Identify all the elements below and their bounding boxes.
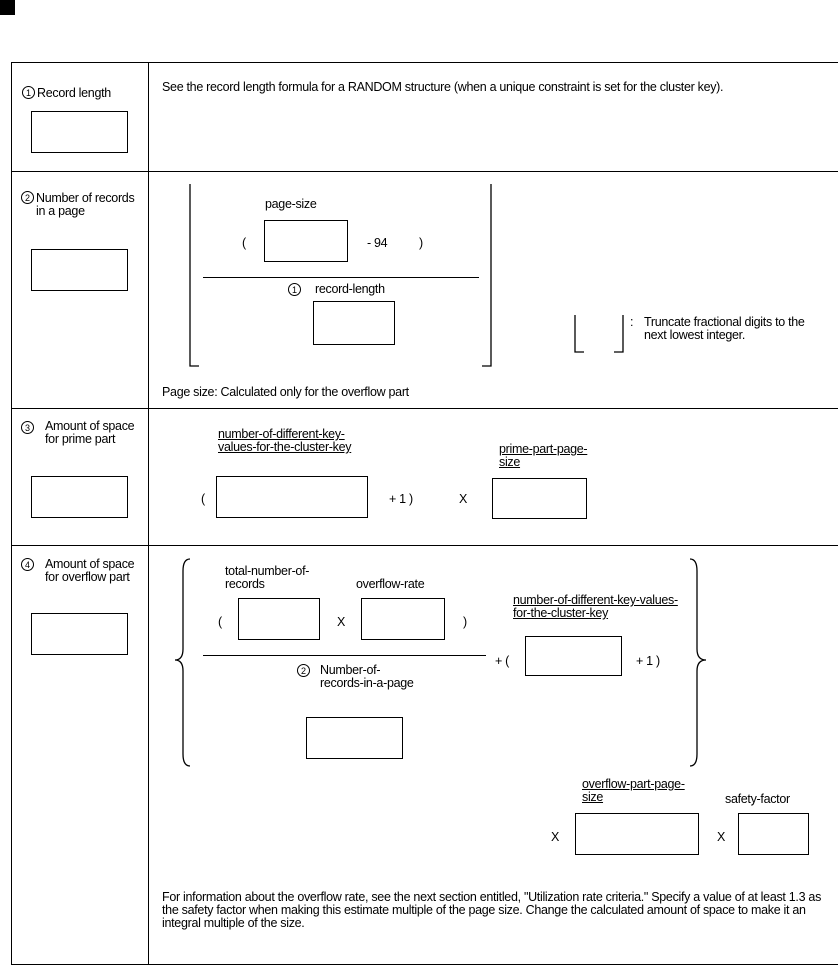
row-label: Number of records in a page	[36, 191, 135, 218]
row-divider-2	[11, 408, 838, 409]
table-border-left	[11, 62, 12, 965]
fraction-bar	[203, 655, 486, 656]
prime-part-input-box[interactable]	[31, 476, 128, 518]
multiply-sign: X	[551, 830, 560, 844]
overflow-rate-input-box[interactable]	[361, 598, 445, 640]
page-size-footnote: Page size: Calculated only for the overf…	[162, 385, 409, 399]
circled-number: 1	[288, 283, 301, 296]
row-label: Amount of space for prime part	[45, 419, 135, 446]
page-size-input-box[interactable]	[264, 220, 348, 262]
colon: :	[630, 315, 634, 329]
records-per-page-label: Number-of-records-in-a-page	[320, 663, 414, 690]
row-label: Amount of space for overflow part	[45, 557, 135, 584]
overflow-rate-label: overflow-rate	[356, 577, 425, 591]
distinct-key-values-input-box[interactable]	[216, 476, 368, 518]
circled-number: 2	[21, 191, 34, 204]
total-records-label: total-number-of-records	[225, 564, 310, 591]
table-border-bottom	[11, 964, 838, 965]
distinct-key-values-input-box[interactable]	[525, 636, 622, 676]
open-paren: (	[201, 492, 205, 506]
overflow-part-input-box[interactable]	[31, 613, 128, 655]
overflow-note: For information about the overflow rate,…	[162, 890, 822, 930]
safety-factor-input-box[interactable]	[738, 813, 809, 855]
table-border-top	[11, 62, 838, 63]
open-paren: (	[218, 615, 222, 629]
truncate-note: Truncate fractional digits to the next l…	[644, 315, 805, 342]
page-corner-mark	[0, 0, 15, 15]
row-divider-1	[11, 171, 838, 172]
record-length-label: record-length	[315, 282, 385, 296]
records-per-page-ref-box[interactable]	[306, 717, 403, 759]
multiply-sign: X	[337, 615, 346, 629]
prime-page-size-input-box[interactable]	[492, 478, 587, 519]
column-divider	[148, 62, 149, 965]
circled-number: 3	[21, 421, 34, 434]
plus-one-close: + 1 )	[389, 492, 413, 506]
total-records-input-box[interactable]	[238, 598, 320, 640]
record-length-input-box[interactable]	[31, 111, 128, 153]
close-paren: )	[419, 236, 423, 250]
open-paren: (	[242, 236, 246, 250]
fraction-bar	[203, 277, 479, 278]
page-size-label: page-size	[265, 197, 317, 211]
floor-bracket	[189, 184, 492, 367]
records-per-page-input-box[interactable]	[31, 249, 128, 291]
distinct-key-values-label: number-of-different-key-values-for-the-c…	[218, 427, 352, 454]
curly-braces	[174, 558, 707, 767]
minus-94: - 94	[367, 236, 388, 250]
row-description: See the record length formula for a RAND…	[162, 80, 724, 94]
overflow-page-size-input-box[interactable]	[575, 813, 699, 855]
row-label: Record length	[37, 86, 111, 100]
record-length-ref-box[interactable]	[313, 301, 395, 345]
circled-number: 2	[297, 664, 310, 677]
circled-number: 1	[22, 86, 35, 99]
floor-symbol-legend	[574, 315, 624, 353]
circled-number: 4	[21, 558, 34, 571]
plus-open-paren: + (	[495, 654, 510, 668]
safety-factor-label: safety-factor	[725, 792, 790, 806]
distinct-key-values-label: number-of-different-key-values-for-the-c…	[513, 593, 678, 620]
prime-page-size-label: prime-part-page-size	[499, 442, 588, 469]
close-paren: )	[463, 615, 467, 629]
multiply-sign: X	[717, 830, 726, 844]
overflow-page-size-label: overflow-part-page-size	[582, 777, 685, 804]
row-divider-3	[11, 545, 838, 546]
plus-one-close: + 1 )	[636, 654, 660, 668]
multiply-sign: X	[459, 492, 468, 506]
